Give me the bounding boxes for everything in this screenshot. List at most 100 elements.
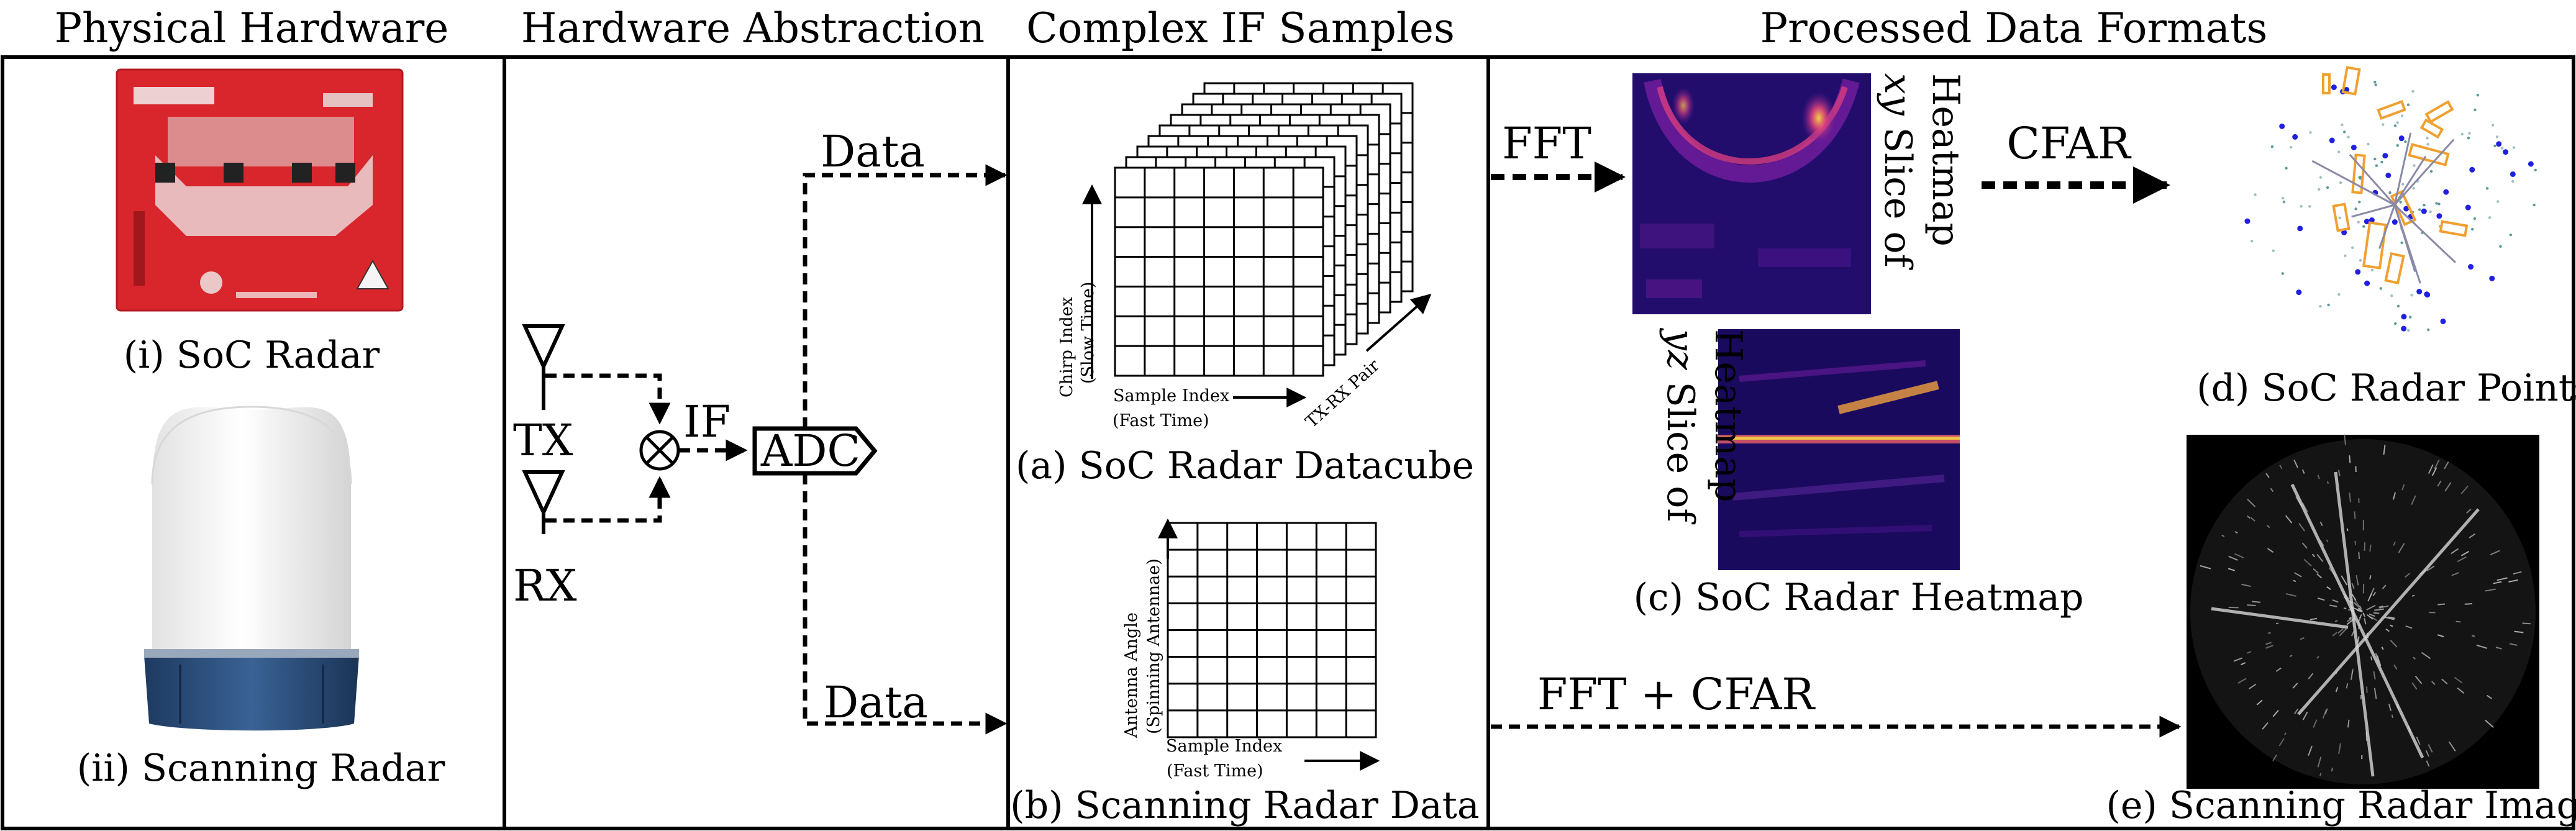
scan-y-label-2: (Spinning Antennae) bbox=[1144, 558, 1163, 734]
radar-point bbox=[2364, 280, 2370, 286]
scan-return bbox=[2354, 511, 2356, 520]
scan-return bbox=[2308, 673, 2314, 679]
scan-return bbox=[2466, 508, 2472, 514]
radar-point bbox=[2465, 204, 2471, 211]
scan-return bbox=[2355, 575, 2359, 586]
radar-point bbox=[2429, 210, 2432, 214]
scan-return bbox=[2341, 575, 2348, 586]
scan-return bbox=[2381, 647, 2384, 650]
scan-return bbox=[2508, 579, 2518, 583]
fft-label: FFT bbox=[1502, 118, 1591, 169]
radar-point bbox=[2534, 168, 2537, 171]
radar-point bbox=[2406, 103, 2410, 106]
radar-point bbox=[2289, 145, 2293, 149]
radar-ray bbox=[2393, 155, 2427, 206]
scan-return bbox=[2359, 606, 2362, 610]
scan-structure bbox=[2290, 483, 2424, 759]
radar-ray bbox=[2393, 138, 2455, 206]
scan-return bbox=[2349, 617, 2352, 620]
radar-point bbox=[2379, 287, 2382, 290]
soc-radar-board-image bbox=[116, 68, 404, 312]
radar-point bbox=[2396, 143, 2399, 147]
scan-return bbox=[2444, 482, 2452, 492]
scan-return bbox=[2313, 719, 2318, 728]
radar-point bbox=[2401, 325, 2407, 332]
scan-return bbox=[2431, 681, 2436, 685]
radar-point bbox=[2401, 314, 2407, 320]
scan-return bbox=[2270, 488, 2274, 493]
scan-return bbox=[2316, 573, 2323, 579]
radar-point bbox=[2392, 219, 2398, 225]
scan-return bbox=[2369, 588, 2375, 598]
scan-return bbox=[2237, 678, 2247, 684]
scan-return bbox=[2337, 470, 2341, 476]
radar-point bbox=[2407, 329, 2410, 332]
scan-return bbox=[2485, 588, 2496, 592]
scan-return bbox=[2392, 492, 2396, 500]
radar-point bbox=[2471, 227, 2474, 231]
radar-point bbox=[2408, 316, 2412, 319]
scan-return bbox=[2250, 517, 2255, 522]
scan-return bbox=[2451, 548, 2459, 555]
radar-point bbox=[2281, 272, 2284, 275]
radar-point bbox=[2460, 132, 2464, 136]
mixer-connections bbox=[545, 373, 748, 523]
scan-return bbox=[2391, 714, 2394, 719]
scan-return bbox=[2279, 465, 2283, 470]
radar-point bbox=[2421, 208, 2427, 214]
soc-radar-datacube-grid bbox=[1114, 82, 1414, 377]
scan-return bbox=[2303, 558, 2312, 566]
radar-point bbox=[2385, 172, 2392, 178]
yz-slice-heatmap-image bbox=[1718, 329, 1960, 570]
header-physical-hardware: Physical Hardware bbox=[55, 4, 449, 52]
datacube-caption: (a) SoC Radar Datacube bbox=[1016, 444, 1474, 488]
radar-point bbox=[2440, 318, 2446, 324]
radar-point bbox=[2437, 202, 2441, 206]
scan-return bbox=[2284, 732, 2287, 735]
scan-structure bbox=[2297, 508, 2480, 715]
scanning-radar-data-grid bbox=[1167, 522, 1377, 738]
scan-return bbox=[2300, 637, 2305, 640]
scan-return bbox=[2234, 553, 2244, 559]
radar-point bbox=[2382, 153, 2388, 159]
scan-return bbox=[2343, 607, 2347, 609]
scan-return bbox=[2513, 571, 2522, 575]
scan-return bbox=[2469, 533, 2475, 538]
adc-label: ADC bbox=[760, 425, 860, 476]
scan-return bbox=[2393, 541, 2396, 546]
scan-return bbox=[2249, 683, 2257, 689]
scan-return bbox=[2437, 480, 2442, 487]
scan-return bbox=[2275, 667, 2282, 672]
scan-return bbox=[2388, 616, 2395, 619]
scan-return bbox=[2370, 616, 2378, 622]
scan-return bbox=[2289, 655, 2293, 658]
scan-return bbox=[2351, 593, 2357, 601]
radar-point bbox=[2399, 201, 2402, 204]
radar-point bbox=[2473, 217, 2477, 220]
radar-point bbox=[2435, 202, 2438, 205]
scan-return bbox=[2265, 642, 2272, 645]
radar-point bbox=[2344, 254, 2347, 257]
datacube-x-label-1: Sample Index bbox=[1113, 386, 1229, 406]
radar-point bbox=[2362, 225, 2365, 228]
header-complex-if-samples: Complex IF Samples bbox=[1026, 4, 1455, 52]
scan-return bbox=[2451, 571, 2459, 576]
radar-point bbox=[2512, 146, 2516, 149]
radar-point bbox=[2354, 207, 2357, 211]
radar-point bbox=[2339, 181, 2342, 184]
scan-return bbox=[2252, 601, 2260, 603]
scan-return bbox=[2278, 738, 2285, 747]
scan-return bbox=[2346, 528, 2349, 532]
radar-point bbox=[2499, 245, 2502, 248]
radar-point bbox=[2337, 293, 2341, 296]
scan-structure bbox=[2334, 471, 2375, 777]
radar-point bbox=[2343, 130, 2346, 134]
scan-return bbox=[2351, 583, 2355, 589]
radar-point bbox=[2250, 240, 2254, 243]
scan-return bbox=[2364, 618, 2367, 625]
detection-box bbox=[2351, 153, 2366, 194]
xy-slice-label-1: xy Slice of bbox=[1876, 73, 1919, 270]
datacube-x-label-2: (Fast Time) bbox=[1113, 411, 1209, 430]
radar-point bbox=[2338, 216, 2341, 220]
radar-point bbox=[2509, 233, 2513, 237]
